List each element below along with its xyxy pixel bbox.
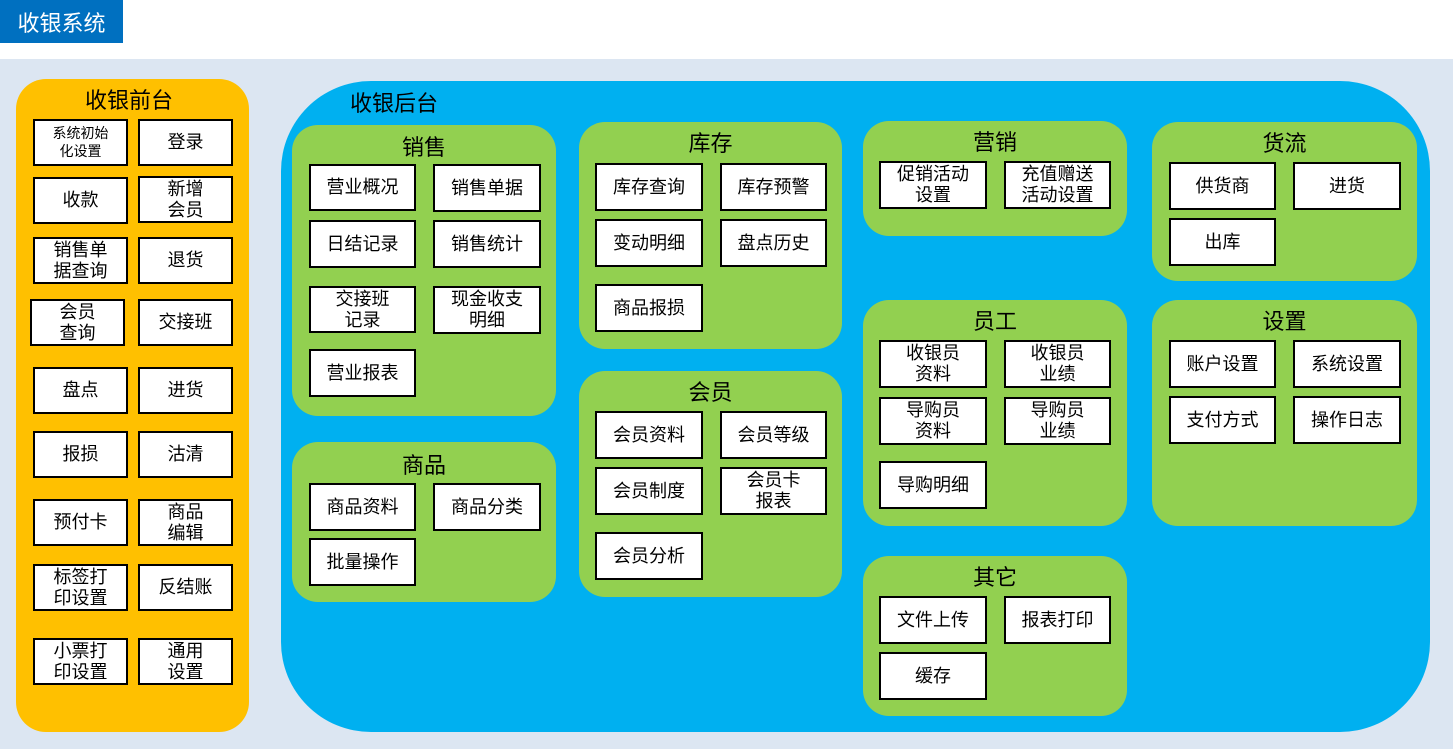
members-level[interactable]: 会员等级 xyxy=(720,411,827,459)
back-title: 收银后台 xyxy=(350,92,439,117)
logistics-outbound[interactable]: 出库 xyxy=(1169,218,1276,266)
staff-guide-info[interactable]: 导购员 资料 xyxy=(879,397,987,445)
front-login[interactable]: 登录 xyxy=(138,119,233,166)
group-products-title: 商品 xyxy=(401,454,446,479)
front-purchase[interactable]: 进货 xyxy=(138,367,233,414)
staff-guide-details[interactable]: 导购明细 xyxy=(879,461,987,509)
products-info[interactable]: 商品资料 xyxy=(309,483,416,531)
inventory-damage[interactable]: 商品报损 xyxy=(595,284,703,332)
front-add-member[interactable]: 新增 会员 xyxy=(138,176,233,223)
front-general-settings[interactable]: 通用 设置 xyxy=(138,638,233,685)
front-member-query[interactable]: 会员 查询 xyxy=(30,299,125,346)
inventory-changes[interactable]: 变动明细 xyxy=(595,219,703,267)
front-return[interactable]: 退货 xyxy=(138,237,233,284)
front-reverse-checkout[interactable]: 反结账 xyxy=(138,564,233,611)
sales-statistics[interactable]: 销售统计 xyxy=(433,220,541,268)
staff-cashier-performance[interactable]: 收银员 业绩 xyxy=(1004,340,1111,388)
sales-handover-records[interactable]: 交接班 记录 xyxy=(309,286,416,333)
marketing-promotion-settings[interactable]: 促销活动 设置 xyxy=(879,161,987,209)
members-policy[interactable]: 会员制度 xyxy=(595,467,703,515)
front-sales-query[interactable]: 销售单 据查询 xyxy=(33,237,128,284)
group-inventory-title: 库存 xyxy=(688,132,733,157)
settings-system[interactable]: 系统设置 xyxy=(1293,340,1401,388)
group-others-title: 其它 xyxy=(972,566,1017,591)
products-category[interactable]: 商品分类 xyxy=(433,483,541,531)
staff-guide-performance[interactable]: 导购员 业绩 xyxy=(1004,397,1111,445)
sales-documents[interactable]: 销售单据 xyxy=(433,164,541,212)
sales-daily-records[interactable]: 日结记录 xyxy=(309,220,416,268)
logistics-purchase[interactable]: 进货 xyxy=(1293,162,1401,210)
staff-cashier-info[interactable]: 收银员 资料 xyxy=(879,340,987,388)
group-settings-title: 设置 xyxy=(1262,310,1307,335)
front-shift-handover[interactable]: 交接班 xyxy=(138,299,233,346)
app-title: 收银系统 xyxy=(0,0,123,43)
members-analysis[interactable]: 会员分析 xyxy=(595,532,703,580)
sales-cash-details[interactable]: 现金收支 明细 xyxy=(433,286,541,334)
group-staff-title: 员工 xyxy=(972,310,1017,335)
members-card-report[interactable]: 会员卡 报表 xyxy=(720,467,827,515)
front-edit-product[interactable]: 商品 编辑 xyxy=(138,499,233,546)
settings-payment-method[interactable]: 支付方式 xyxy=(1169,396,1276,444)
logistics-supplier[interactable]: 供货商 xyxy=(1169,162,1276,210)
sales-overview[interactable]: 营业概况 xyxy=(309,164,416,211)
inventory-alert[interactable]: 库存预警 xyxy=(720,163,827,211)
front-stocktake[interactable]: 盘点 xyxy=(33,367,128,414)
group-sales-title: 销售 xyxy=(401,136,446,161)
front-label-print-settings[interactable]: 标签打 印设置 xyxy=(33,564,128,611)
front-prepaid-card[interactable]: 预付卡 xyxy=(33,499,128,546)
group-logistics-title: 货流 xyxy=(1262,132,1307,157)
products-batch[interactable]: 批量操作 xyxy=(309,538,416,586)
front-sold-out[interactable]: 沽清 xyxy=(138,431,233,478)
members-info[interactable]: 会员资料 xyxy=(595,411,703,459)
inventory-query[interactable]: 库存查询 xyxy=(595,163,703,211)
sales-business-report[interactable]: 营业报表 xyxy=(309,349,416,397)
others-cache[interactable]: 缓存 xyxy=(879,652,987,700)
front-title: 收银前台 xyxy=(85,89,174,114)
others-file-upload[interactable]: 文件上传 xyxy=(879,596,987,644)
front-damage[interactable]: 报损 xyxy=(33,431,128,478)
front-checkout[interactable]: 收款 xyxy=(33,177,128,224)
inventory-stocktake-history[interactable]: 盘点历史 xyxy=(720,219,827,267)
marketing-recharge-settings[interactable]: 充值赠送 活动设置 xyxy=(1004,161,1111,209)
group-members-title: 会员 xyxy=(688,381,733,406)
group-marketing-title: 营销 xyxy=(972,131,1017,156)
others-report-print[interactable]: 报表打印 xyxy=(1004,596,1111,644)
front-receipt-print-settings[interactable]: 小票打 印设置 xyxy=(33,638,128,685)
settings-account[interactable]: 账户设置 xyxy=(1169,340,1276,388)
settings-operation-log[interactable]: 操作日志 xyxy=(1293,396,1401,444)
front-init-settings[interactable]: 系统初始 化设置 xyxy=(33,119,128,166)
